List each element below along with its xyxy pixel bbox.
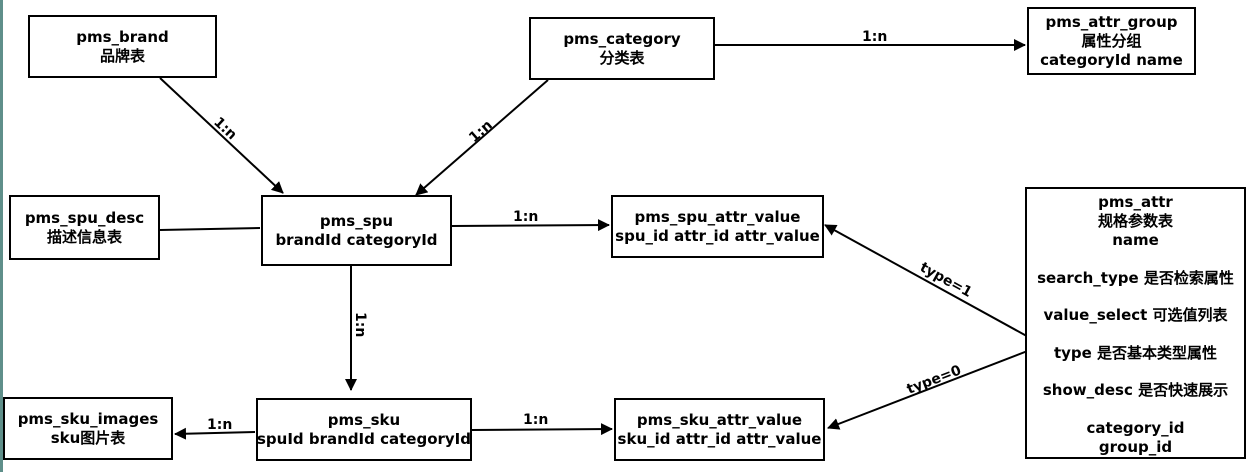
edge-sku-sku-attr-value xyxy=(471,423,613,436)
edge-label-sku-sku-attr-value: 1:n xyxy=(523,412,548,428)
node-pms-category-name: pms_category xyxy=(563,29,681,48)
edge-spu-desc-spu xyxy=(159,227,261,231)
edge-label-category-attr-group: 1:n xyxy=(862,29,887,45)
node-pms-attr-desc: 规格参数表 xyxy=(1097,212,1173,230)
node-pms-attr-group-desc: 属性分组 xyxy=(1081,31,1142,50)
node-pms-sku: pms_sku spuId brandId categoryId xyxy=(256,398,472,461)
node-pms-category-desc: 分类表 xyxy=(599,48,645,67)
edge-spu-spu-attr-value xyxy=(451,219,610,232)
left-edge-strip xyxy=(0,0,3,472)
node-pms-sku-images: pms_sku_images sku图片表 xyxy=(3,397,173,460)
node-pms-sku-name: pms_sku xyxy=(327,410,401,429)
node-pms-attr-field-group-id: group_id xyxy=(1098,437,1173,456)
edge-label-spu-spu-attr-value: 1:n xyxy=(513,209,538,225)
edge-brand-spu xyxy=(159,77,284,194)
node-pms-sku-images-desc: sku图片表 xyxy=(50,428,126,447)
node-pms-sku-attr-value-name: pms_sku_attr_value xyxy=(636,410,803,429)
node-pms-brand: pms_brand 品牌表 xyxy=(28,15,217,78)
node-pms-attr-field-value-select: value_select 可选值列表 xyxy=(1043,306,1228,325)
node-pms-brand-name: pms_brand xyxy=(76,27,169,46)
node-pms-category: pms_category 分类表 xyxy=(529,17,715,80)
node-pms-attr-name: pms_attr xyxy=(1098,193,1173,211)
edge-category-spu xyxy=(415,79,549,196)
node-pms-sku-attr-value: pms_sku_attr_value sku_id attr_id attr_v… xyxy=(614,398,825,461)
node-pms-attr-field-type: type 是否基本类型属性 xyxy=(1053,343,1218,362)
node-pms-attr-group-name: pms_attr_group xyxy=(1045,12,1178,31)
node-pms-attr-group-fields: categoryId name xyxy=(1040,50,1183,69)
node-pms-spu-desc-name: pms_spu_desc xyxy=(24,208,145,227)
node-pms-spu-attr-value-fields: spu_id attr_id attr_value xyxy=(615,226,820,245)
edge-label-category-spu: 1:n xyxy=(466,117,496,146)
node-pms-attr-field-search-type: search_type 是否检索属性 xyxy=(1037,268,1234,287)
node-pms-spu: pms_spu brandId categoryId xyxy=(261,195,452,266)
node-pms-brand-desc: 品牌表 xyxy=(99,46,145,65)
node-pms-sku-images-name: pms_sku_images xyxy=(17,409,159,428)
edge-label-attr-sku-attr-value: type=0 xyxy=(905,362,964,397)
node-pms-spu-fields: brandId categoryId xyxy=(275,230,438,249)
node-pms-sku-attr-value-fields: sku_id attr_id attr_value xyxy=(617,429,822,448)
node-pms-spu-attr-value-name: pms_spu_attr_value xyxy=(634,207,801,226)
edge-label-brand-spu: 1:n xyxy=(210,114,239,143)
edge-label-spu-sku: 1:n xyxy=(352,312,368,337)
node-pms-attr: pms_attr 规格参数表 name search_type 是否检索属性 v… xyxy=(1025,187,1246,459)
node-pms-attr-field-name: name xyxy=(1112,231,1159,249)
node-pms-spu-name: pms_spu xyxy=(319,211,394,230)
edge-sku-sku-images xyxy=(174,427,256,440)
node-pms-spu-desc-desc: 描述信息表 xyxy=(46,227,122,246)
node-pms-attr-field-category-id: category_id xyxy=(1086,418,1185,437)
node-pms-spu-attr-value: pms_spu_attr_value spu_id attr_id attr_v… xyxy=(611,195,824,258)
node-pms-sku-fields: spuId brandId categoryId xyxy=(257,429,471,448)
edge-attr-sku-attr-value xyxy=(827,344,1044,430)
edge-label-sku-sku-images: 1:n xyxy=(207,417,232,433)
edge-attr-spu-attr-value xyxy=(824,224,1044,346)
node-pms-attr-field-show-desc: show_desc 是否快速展示 xyxy=(1042,381,1229,400)
node-pms-attr-group: pms_attr_group 属性分组 categoryId name xyxy=(1027,7,1196,75)
node-pms-spu-desc: pms_spu_desc 描述信息表 xyxy=(9,195,160,260)
